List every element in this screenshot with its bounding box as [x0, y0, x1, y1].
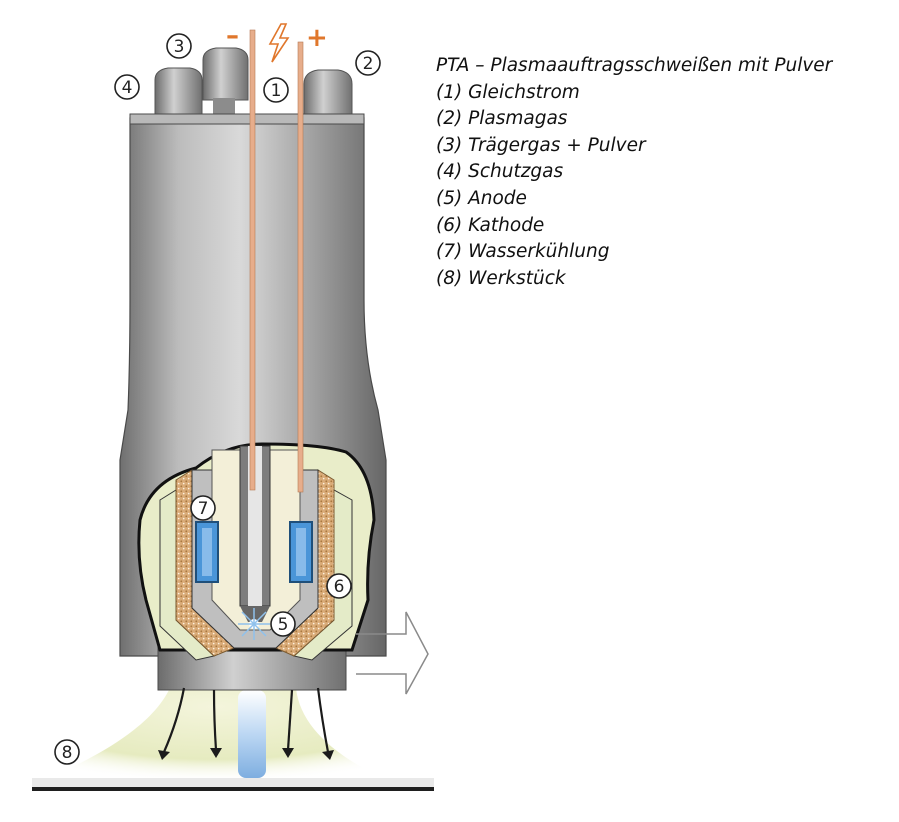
workpiece-surface [32, 778, 434, 788]
legend: PTA – Plasmaauftragsschweißen mit Pulver… [436, 53, 832, 292]
current-rod-negative [249, 29, 256, 491]
current-rod-positive [297, 41, 304, 493]
marker-2: 2 [355, 50, 381, 76]
marker-1: 1 [263, 77, 289, 103]
marker-8: 8 [54, 739, 80, 765]
svg-text:8: 8 [62, 743, 73, 763]
polarity-plus: + [306, 23, 328, 53]
gas-connectors [154, 47, 353, 121]
legend-item-wasserkuehlung: (7) Wasserkühlung [436, 241, 610, 263]
svg-text:1: 1 [271, 81, 282, 101]
legend-item-traegergas: (3) Trägergas + Pulver [436, 134, 646, 156]
legend-item-anode: (5) Anode [436, 187, 527, 209]
polarity-minus: – [226, 21, 239, 51]
workpiece-line [32, 787, 434, 791]
legend-title: PTA – Plasmaauftragsschweißen mit Pulver [436, 55, 833, 76]
marker-5: 5 [270, 611, 296, 637]
legend-item-werkstueck: (8) Werkstück [436, 267, 566, 289]
pta-torch-diagram: – + 1 2 3 4 5 6 7 8 [32, 21, 434, 791]
legend-item-gleichstrom: (1) Gleichstrom [436, 81, 580, 103]
svg-text:2: 2 [363, 54, 374, 74]
plasma-jet [238, 690, 266, 778]
arrow-right-icon [356, 611, 429, 695]
svg-text:4: 4 [122, 78, 133, 98]
marker-6: 6 [326, 573, 352, 599]
lightning-bolt-icon [268, 23, 290, 63]
marker-4: 4 [114, 74, 140, 100]
gas-flow-arrowheads [158, 748, 334, 760]
gas-flow-arrows [162, 687, 330, 753]
marker-3: 3 [166, 33, 192, 59]
svg-text:7: 7 [198, 499, 209, 519]
svg-text:5: 5 [278, 615, 289, 635]
legend-item-schutzgas: (4) Schutzgas [436, 161, 564, 183]
arc-spark [238, 608, 270, 640]
legend-item-plasmagas: (2) Plasmagas [436, 108, 568, 130]
svg-text:6: 6 [334, 577, 345, 597]
legend-item-kathode: (6) Kathode [436, 214, 545, 236]
marker-7: 7 [190, 495, 216, 521]
svg-text:3: 3 [174, 37, 185, 57]
